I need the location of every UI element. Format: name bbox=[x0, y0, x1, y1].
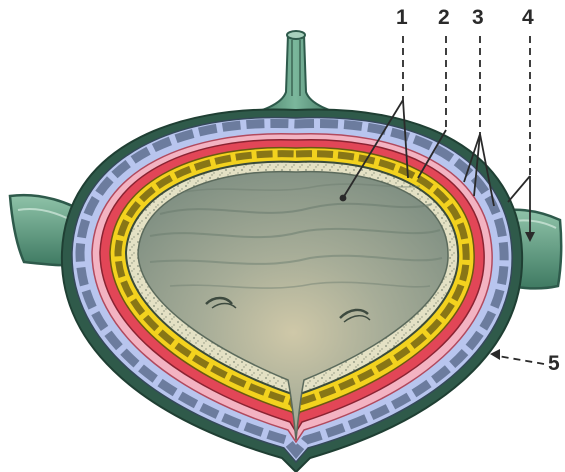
top-stalk bbox=[238, 31, 352, 116]
label-3: 3 bbox=[472, 6, 484, 29]
label-1: 1 bbox=[396, 6, 408, 29]
label-2: 2 bbox=[438, 6, 450, 29]
label-4: 4 bbox=[522, 6, 534, 29]
label-5: 5 bbox=[548, 352, 560, 375]
